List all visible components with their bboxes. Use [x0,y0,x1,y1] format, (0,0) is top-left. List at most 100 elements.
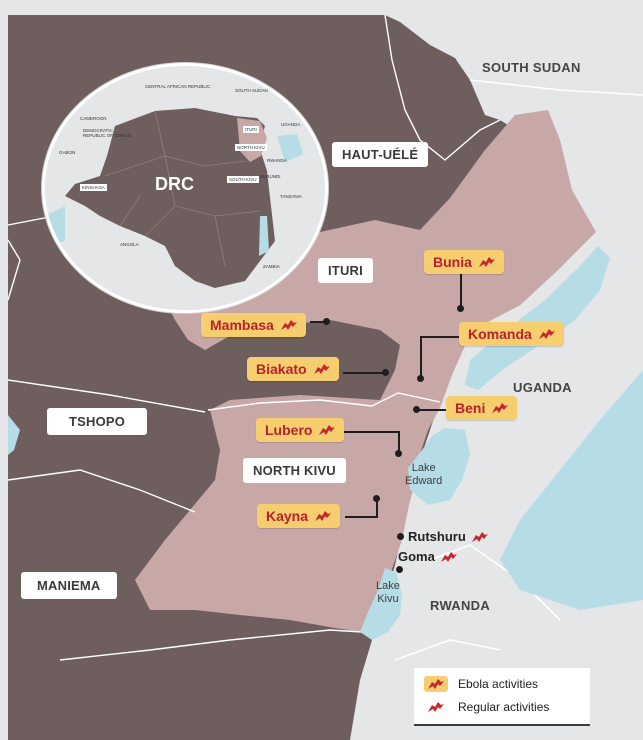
inset-label-zambia: ZAMBIA [263,264,280,269]
site-name: Biakato [256,361,307,377]
inset-label-north-kivu: NORTH KIVU [235,144,267,151]
lake-west [8,415,20,455]
label-maniema: MANIEMA [21,572,117,599]
site-name: Beni [455,400,486,416]
inset-label-uganda: UGANDA [281,122,301,127]
leader-bunia [460,274,462,308]
dot-lubero [395,450,402,457]
lake-victoria [500,370,643,610]
dot-goma [396,566,403,573]
border-rwanda-south [394,639,501,661]
lake-albert [465,246,610,390]
site-name: Goma [398,549,435,564]
leader-kayna-h [345,516,377,518]
msf-logo-icon [315,511,332,521]
msf-logo-icon [428,679,444,689]
inset-label-burundi: BURUNDI [260,174,281,179]
legend-row-regular: Regular activities [424,699,549,715]
site-name: Lubero [265,422,313,438]
inset-label-rwanda: RWANDA [267,158,287,163]
site-name: Bunia [433,254,472,270]
ebola-site-lubero[interactable]: Lubero [256,418,345,442]
legend-swatch-ebola [424,676,448,692]
province-border-west [7,239,21,301]
ebola-site-komanda[interactable]: Komanda [459,322,564,346]
dot-biakato [382,369,389,376]
inset-label-car: CENTRAL AFRICAN REPUBLIC [145,84,211,89]
regular-site-goma[interactable]: Goma [398,549,458,564]
ebola-site-mambasa[interactable]: Mambasa [201,313,306,337]
legend-row-ebola: Ebola activities [424,676,538,692]
inset-locator-map: CENTRAL AFRICAN REPUBLIC SOUTH SUDAN CAM… [42,63,328,313]
dot-beni [413,406,420,413]
dot-bunia [457,305,464,312]
inset-label-ituri: ITURI [243,126,259,133]
legend-label-ebola: Ebola activities [458,677,539,691]
map-legend: Ebola activities Regular activities [414,668,590,726]
dot-kayna [373,495,380,502]
msf-logo-icon [319,425,336,435]
province-border-tshopo-2 [7,379,206,413]
label-south-sudan: SOUTH SUDAN [482,60,581,75]
ebola-site-biakato[interactable]: Biakato [247,357,339,381]
inset-label-tanzania: TANZANIA [280,194,302,199]
msf-logo-icon [280,320,297,330]
msf-logo-icon [440,551,457,562]
site-name: Komanda [468,326,532,342]
label-lake-kivu: Lake Kivu [376,580,400,605]
lake-kivu [360,568,402,640]
province-border-maniema [7,469,196,513]
province-border-south [59,629,363,661]
dot-komanda [417,375,424,382]
dot-mambasa [323,318,330,325]
inset-label-south-sudan: SOUTH SUDAN [235,88,268,93]
inset-title-drc: DRC [155,174,194,194]
leader-biakato [343,372,385,374]
inset-lake-2 [259,216,269,256]
msf-logo-icon [492,403,509,413]
site-name: Kayna [266,508,309,524]
inset-ocean [45,206,65,246]
msf-logo-icon [313,364,330,374]
leader-komanda-h [420,336,460,338]
dot-rutshuru [397,533,404,540]
inset-label-kinshasa: KINSHASA [80,184,107,191]
label-tshopo: TSHOPO [47,408,148,435]
regular-site-rutshuru[interactable]: Rutshuru [408,529,489,544]
legend-swatch-regular [424,699,448,715]
leader-beni [416,409,448,411]
msf-logo-icon [428,702,444,712]
ebola-site-bunia[interactable]: Bunia [424,250,504,274]
ebola-site-beni[interactable]: Beni [446,396,518,420]
border-south-sudan-uganda [469,79,643,96]
province-border-ituri-kivu [207,392,441,411]
inset-lake-1 [277,134,303,162]
label-ituri: ITURI [318,258,373,283]
msf-logo-icon [471,531,488,542]
leader-mambasa [310,321,326,323]
ebola-site-kayna[interactable]: Kayna [257,504,341,528]
inset-label-cameroon: CAMEROON [80,116,107,121]
leader-lubero-h [343,431,399,433]
inset-label-congo: DEMOCRATIC REPUBLIC OF CONGO [83,128,132,138]
affected-provinces [135,110,596,632]
msf-logo-icon [538,329,555,339]
label-north-kivu: NORTH KIVU [243,458,346,483]
leader-komanda-v [420,336,422,378]
inset-label-south-kivu: SOUTH KIVU [227,176,259,183]
legend-label-regular: Regular activities [458,700,550,714]
label-uganda: UGANDA [513,380,572,395]
inset-label-angola: ANGOLA [120,242,139,247]
lake-edward [408,428,470,505]
border-uganda-rwanda [429,544,561,621]
inset-drc-shape [65,108,275,288]
leader-lubero-v [398,431,400,453]
msf-logo-icon [478,257,495,267]
inset-label-gabon: GABON [59,150,76,155]
inset-province-lines [104,110,261,267]
label-rwanda: RWANDA [430,598,491,613]
site-name: Rutshuru [408,529,466,544]
province-border-haut-uele [384,14,501,161]
label-lake-edward: Lake Edward [405,462,443,487]
